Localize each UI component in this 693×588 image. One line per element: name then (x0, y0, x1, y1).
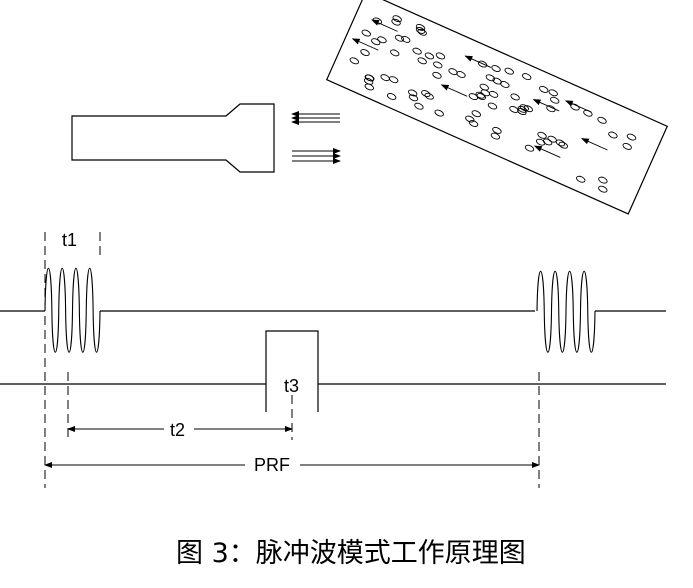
signal-baselines (0, 310, 666, 385)
blood-cell (361, 29, 371, 37)
blood-cell (380, 74, 390, 82)
blood-cell (539, 85, 549, 93)
blood-cell (510, 93, 520, 101)
blood-cell (417, 57, 427, 65)
blood-cell (488, 90, 499, 98)
blood-cell (456, 71, 466, 78)
blood-cell (504, 67, 514, 75)
blood-cell (524, 144, 535, 152)
blood-cell (415, 24, 426, 31)
blood-vessel (325, 0, 669, 215)
blood-cell (360, 49, 370, 57)
blood-cells (349, 15, 637, 193)
blood-cell (414, 102, 424, 110)
blood-cell (415, 26, 426, 34)
blood-cell (626, 133, 637, 141)
blood-cell (576, 175, 586, 183)
blood-cell (471, 110, 481, 118)
blood-cell (492, 126, 502, 134)
blood-cell (448, 68, 458, 76)
blood-cell (485, 74, 496, 82)
blood-cell (412, 47, 422, 55)
blood-cell (392, 15, 402, 23)
blood-cell (377, 36, 387, 44)
receive-gate (265, 330, 319, 412)
blood-cell (434, 109, 444, 117)
blood-cell (364, 83, 374, 91)
transmit-pulse-burst-1 (44, 268, 101, 353)
blood-cell (598, 185, 608, 193)
blood-cell (550, 96, 560, 104)
label-t2: t2 (170, 420, 185, 440)
blood-cell (401, 35, 411, 43)
blood-cell (546, 105, 556, 113)
blood-cell (491, 65, 501, 72)
blood-cell (468, 120, 479, 127)
blood-cell (468, 93, 479, 101)
timing-dashed-lines (44, 232, 540, 488)
blood-cell (364, 74, 374, 82)
label-prf: PRF (254, 455, 290, 475)
blood-cell (479, 83, 489, 91)
figure-caption: 图 3：脉冲波模式工作原理图 (176, 538, 526, 569)
label-t1: t1 (62, 230, 77, 250)
blood-cell (492, 77, 502, 85)
blood-cell (608, 131, 618, 139)
blood-cell (548, 89, 558, 97)
blood-cell (490, 132, 501, 140)
emitted-wave-arrows (292, 148, 341, 164)
blood-cell (522, 73, 532, 81)
blood-cell (465, 115, 475, 123)
blood-cell (394, 34, 405, 42)
blood-cell (547, 135, 557, 143)
blood-cell (421, 90, 431, 97)
blood-cell (408, 89, 418, 97)
blood-cell (517, 105, 528, 113)
blood-cell (570, 103, 580, 111)
blood-cell (500, 81, 510, 88)
transmit-pulse-burst-2 (536, 271, 596, 353)
blood-cell (386, 93, 397, 100)
transducer-probe (71, 103, 275, 173)
blood-cell (432, 71, 442, 79)
blood-cell (391, 18, 401, 26)
blood-cell (408, 94, 419, 102)
blood-cell (598, 176, 608, 184)
blood-cell (535, 138, 546, 146)
blood-cell (371, 38, 381, 46)
label-t3: t3 (284, 376, 299, 396)
blood-cell (517, 108, 527, 116)
blood-cell (622, 142, 632, 150)
blood-cell (435, 52, 446, 60)
blood-cell (390, 49, 400, 57)
blood-cell (537, 131, 547, 139)
blood-cell (417, 28, 427, 36)
blood-cell (597, 116, 607, 124)
blood-cell (424, 52, 435, 60)
echo-wave-arrows (291, 111, 340, 125)
flow-arrows (351, 19, 608, 158)
blood-cell (388, 76, 399, 84)
blood-cell (433, 61, 443, 69)
blood-cell (349, 57, 360, 65)
blood-cell (487, 102, 498, 110)
